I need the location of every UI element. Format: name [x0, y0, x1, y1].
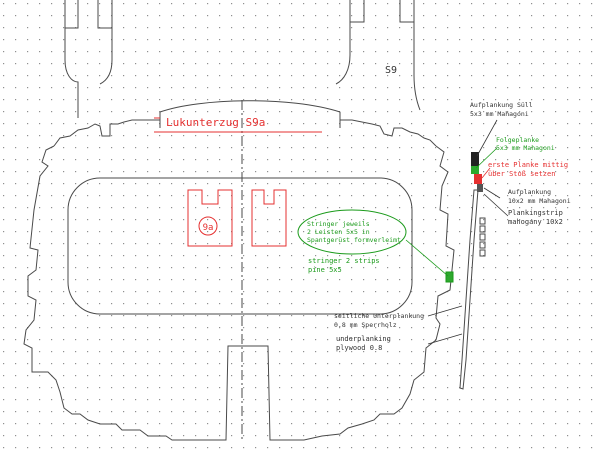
note-planking-strip-size: mahogany 10x2	[508, 218, 563, 226]
note-aufplankung-sull: Aufplankung Süll	[470, 101, 533, 109]
center-label: 9a	[203, 223, 214, 233]
frame-outline	[23, 0, 455, 441]
red-slot-shapes	[187, 189, 287, 247]
note-erste-planke: erste Planke mittig	[488, 161, 568, 169]
note-stringer-de-method: Spantgerüst formverleimt	[307, 236, 401, 244]
note-aufplankung-size: 10x2 mm Mahagoni	[508, 197, 571, 205]
planking-strip	[459, 152, 486, 390]
note-folgeplanke-size: 5x3 mm Mahagoni	[496, 144, 555, 152]
note-stringer-de: Stringer jeweils	[307, 220, 370, 228]
note-seitliche-unterplankung: seitliche Unterplankung	[334, 312, 424, 320]
note-planking-strip: Plankingstrip	[508, 209, 563, 217]
note-sperrholz: 0.8 mm Sperrholz	[334, 321, 397, 329]
note-underplanking: underplanking	[336, 335, 391, 343]
note-aufplankung-sull-size: 5x3 mm Mahagoni	[470, 110, 529, 118]
stringer-callout-ellipse	[297, 209, 407, 255]
note-aufplankung: Aufplankung	[508, 188, 551, 196]
title-lines	[154, 117, 322, 133]
leader-lines	[405, 119, 509, 345]
note-stringer-en-size: pine 5x5	[308, 266, 342, 274]
note-stringer-en: stringer 2 strips	[308, 257, 380, 265]
stringer-marker	[445, 271, 454, 283]
part-number: S9	[385, 65, 397, 76]
drawing-title: Lukunterzug S9a	[166, 116, 265, 129]
note-plywood: plywood 0.8	[336, 344, 382, 352]
note-stringer-de-detail: 2 Leisten 5x5 in	[307, 228, 370, 236]
note-erste-planke-position: über Stoß setzen	[488, 170, 555, 178]
annotations: Aufplankung Süll 5x3 mm Mahagoni Folgepl…	[307, 101, 571, 352]
note-folgeplanke: Folgeplanke	[496, 136, 539, 144]
